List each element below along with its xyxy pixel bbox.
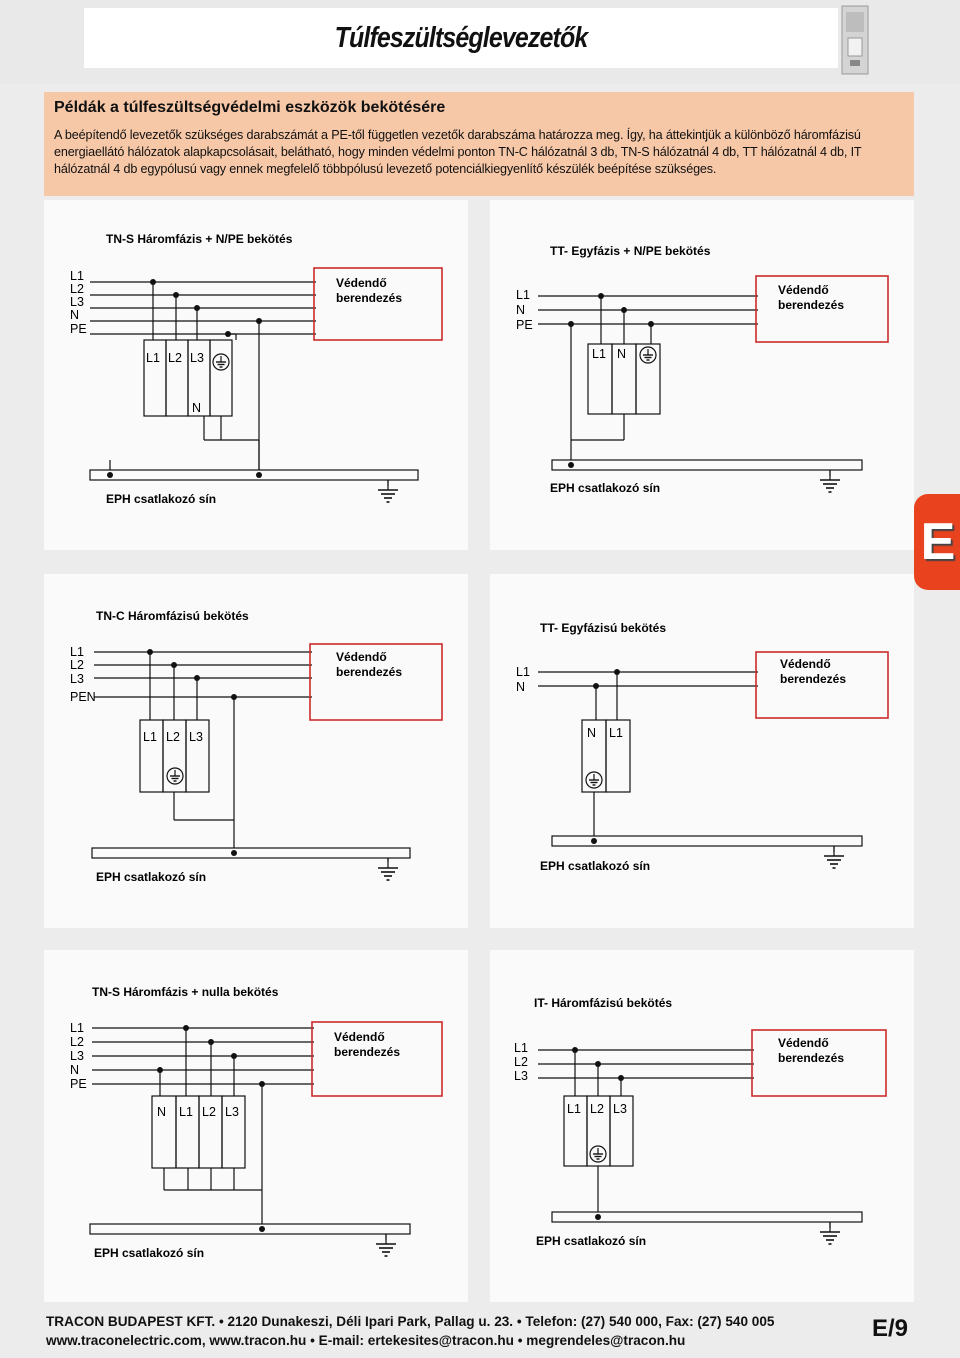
footer-contacts: www.traconelectric.com, www.tracon.hu • … (46, 1333, 686, 1348)
footer-address: TRACON BUDAPEST KFT. • 2120 Dunakeszi, D… (46, 1314, 775, 1329)
d2-device-label: berendezés (778, 298, 844, 312)
panel-tt-single-phase (490, 200, 914, 550)
d3-line-label: L1 (70, 645, 84, 659)
d6-module-label: L1 (567, 1102, 581, 1116)
d1-eph-label: EPH csatlakozó sín (106, 492, 216, 506)
d6-module-label: L3 (613, 1102, 627, 1116)
d2-eph-label: EPH csatlakozó sín (550, 481, 660, 495)
title-box: Túlfeszültséglevezetők (84, 8, 838, 68)
d5-module-label: N (157, 1105, 166, 1119)
panel-tn-s-neutral (44, 950, 468, 1302)
d1-line-label: PE (70, 322, 87, 336)
page-footer: TRACON BUDAPEST KFT. • 2120 Dunakeszi, D… (0, 1304, 960, 1358)
d5-module-label: L3 (225, 1105, 239, 1119)
d3-module-label: L2 (166, 730, 180, 744)
d4-title: TT- Egyfázisú bekötés (540, 621, 666, 635)
d6-title: IT- Háromfázisú bekötés (534, 996, 672, 1010)
d5-eph-label: EPH csatlakozó sín (94, 1246, 204, 1260)
d2-device-label: Védendő (778, 283, 829, 297)
section-tab: E (914, 494, 960, 590)
d1-module-label: L2 (168, 351, 182, 365)
d2-module-label: N (617, 347, 626, 361)
panel-tt-single-phase-2 (490, 574, 914, 928)
d3-line-label: PEN (70, 690, 96, 704)
d4-eph-label: EPH csatlakozó sín (540, 859, 650, 873)
d1-line-label: L1 (70, 269, 84, 283)
d4-line-label: N (516, 680, 525, 694)
d2-line-label: L1 (516, 288, 530, 302)
diagram-it-three-phase (538, 1029, 887, 1228)
d4-line-label: L1 (516, 665, 530, 679)
d4-module-label: L1 (609, 726, 623, 740)
d5-device-label: Védendő (334, 1030, 385, 1044)
section-tab-letter: E (920, 513, 956, 571)
d1-device-label: berendezés (336, 291, 402, 305)
d6-line-label: L2 (514, 1055, 528, 1069)
d6-device-label: berendezés (778, 1051, 844, 1065)
d1-module-label: L3 (190, 351, 204, 365)
panel-tn-s-three-phase (44, 200, 468, 550)
d4-module-label: N (587, 726, 596, 740)
d1-title: TN-S Háromfázis + N/PE bekötés (106, 232, 293, 246)
d6-line-label: L1 (514, 1041, 528, 1055)
page-header: Túlfeszültséglevezetők (0, 0, 960, 84)
panel-it-three-phase (490, 950, 914, 1302)
d5-line-label: N (70, 1063, 79, 1077)
d1-module-label: L1 (146, 351, 160, 365)
d1-device-label: Védendő (336, 276, 387, 290)
d5-line-label: L3 (70, 1049, 84, 1063)
d5-module-label: L1 (179, 1105, 193, 1119)
d3-module-label: L1 (143, 730, 157, 744)
intro-box: Példák a túlfeszültségvédelmi eszközök b… (44, 92, 914, 196)
d3-module-label: L3 (189, 730, 203, 744)
d6-device-label: Védendő (778, 1036, 829, 1050)
d6-line-label: L3 (514, 1069, 528, 1083)
d5-device-label: berendezés (334, 1045, 400, 1059)
diagram-tt-single-phase (538, 651, 889, 852)
diagram-tn-c-three-phase (91, 643, 443, 862)
page-title: Túlfeszültséglevezetők (334, 22, 589, 54)
d3-device-label: Védendő (336, 650, 387, 664)
d2-line-label: N (516, 303, 525, 317)
d2-line-label: PE (516, 318, 533, 332)
d3-device-label: berendezés (336, 665, 402, 679)
d1-line-label: N (70, 308, 79, 322)
d3-title: TN-C Háromfázisú bekötés (96, 609, 249, 623)
d2-module-label: L1 (592, 347, 606, 361)
d3-line-label: L2 (70, 658, 84, 672)
d5-line-label: PE (70, 1077, 87, 1091)
d5-line-label: L2 (70, 1035, 84, 1049)
d6-module-label: L2 (590, 1102, 604, 1116)
d5-module-label: L2 (202, 1105, 216, 1119)
d5-title: TN-S Háromfázis + nulla bekötés (92, 985, 279, 999)
d1-line-label: L3 (70, 295, 84, 309)
diagram-tn-s-three-phase-neutral (89, 1021, 443, 1240)
d1-n-label: N (192, 401, 201, 415)
intro-text: A beépítendő levezetők szükséges darabsz… (54, 128, 862, 176)
d2-title: TT- Egyfázis + N/PE bekötés (550, 244, 711, 258)
d5-line-label: L1 (70, 1021, 84, 1035)
intro-heading: Példák a túlfeszültségvédelmi eszközök b… (54, 99, 446, 116)
d3-line-label: L3 (70, 672, 84, 686)
grey-surge-arrester-photo (841, 5, 869, 75)
d1-line-label: L2 (70, 282, 84, 296)
d4-device-label: berendezés (780, 672, 846, 686)
diagram-tn-s-three-phase-npe (89, 267, 443, 486)
panel-tn-c-three-phase (44, 574, 468, 928)
d4-device-label: Védendő (780, 657, 831, 671)
page-number: E/9 (872, 1315, 909, 1342)
d3-eph-label: EPH csatlakozó sín (96, 870, 206, 884)
d6-eph-label: EPH csatlakozó sín (536, 1234, 646, 1248)
